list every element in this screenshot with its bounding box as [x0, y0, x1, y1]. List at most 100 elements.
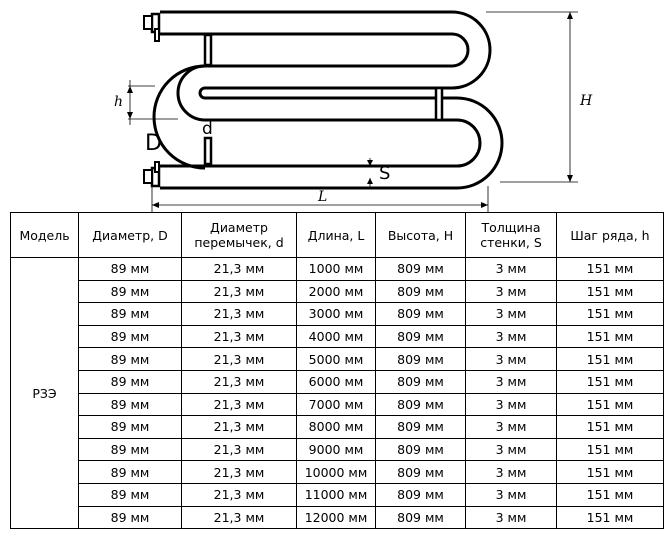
cell-length: 7000 мм — [296, 392, 376, 417]
cell-diameter: 89 мм — [78, 482, 182, 507]
cell-diameter: 89 мм — [78, 324, 182, 349]
cell-jumper-diameter: 21,3 мм — [181, 392, 297, 417]
cell-length: 2000 мм — [296, 279, 376, 304]
cell-length: 4000 мм — [296, 324, 376, 349]
table-row: 89 мм 21,3 мм 4000 мм 809 мм 3 мм 151 мм — [11, 324, 664, 349]
cell-row-pitch: 151 мм — [556, 505, 664, 530]
cell-length: 12000 мм — [296, 505, 376, 530]
cell-wall-thickness: 3 мм — [465, 505, 557, 530]
cell-wall-thickness: 3 мм — [465, 460, 557, 484]
table-row: 89 мм 21,3 мм 10000 мм 809 мм 3 мм 151 м… — [11, 460, 664, 484]
cell-wall-thickness: 3 мм — [465, 257, 557, 281]
cell-jumper-diameter: 21,3 мм — [181, 437, 297, 462]
spec-table: Модель Диаметр, D Диаметр перемычек, d Д… — [10, 212, 664, 530]
table-row: 89 мм 21,3 мм 6000 мм 809 мм 3 мм 151 мм — [11, 369, 664, 394]
cell-row-pitch: 151 мм — [556, 460, 664, 484]
cell-height: 809 мм — [375, 415, 466, 439]
cell-row-pitch: 151 мм — [556, 324, 664, 349]
cell-height: 809 мм — [375, 460, 466, 484]
cell-wall-thickness: 3 мм — [465, 437, 557, 462]
table-row: 89 мм 21,3 мм 8000 мм 809 мм 3 мм 151 мм — [11, 415, 664, 439]
header-diameter: Диаметр, D — [78, 212, 182, 258]
cell-row-pitch: 151 мм — [556, 369, 664, 394]
cell-diameter: 89 мм — [78, 415, 182, 439]
cell-row-pitch: 151 мм — [556, 279, 664, 304]
cell-jumper-diameter: 21,3 мм — [181, 324, 297, 349]
cell-row-pitch: 151 мм — [556, 482, 664, 507]
cell-wall-thickness: 3 мм — [465, 347, 557, 371]
table-row: 89 мм 21,3 мм 2000 мм 809 мм 3 мм 151 мм — [11, 279, 664, 304]
bottom-flange — [143, 161, 161, 188]
cell-jumper-diameter: 21,3 мм — [181, 415, 297, 439]
jumper-top — [203, 33, 213, 67]
table-row: РЗЭ 89 мм 21,3 мм 1000 мм 809 мм 3 мм 15… — [10, 256, 664, 530]
label-S: S — [379, 163, 390, 184]
cell-length: 11000 мм — [296, 482, 376, 507]
cell-height: 809 мм — [375, 324, 466, 349]
table-row: 89 мм 21,3 мм 12000 мм 809 мм 3 мм 151 м… — [11, 505, 664, 530]
pipe-left-bend — [152, 64, 206, 170]
cell-jumper-diameter: 21,3 мм — [181, 482, 297, 507]
cell-row-pitch: 151 мм — [556, 302, 664, 326]
cell-diameter: 89 мм — [78, 279, 182, 304]
cell-row-pitch: 151 мм — [556, 257, 664, 281]
cell-jumper-diameter: 21,3 мм — [181, 302, 297, 326]
cell-length: 6000 мм — [296, 369, 376, 394]
cell-height: 809 мм — [375, 257, 466, 281]
cell-diameter: 89 мм — [78, 505, 182, 530]
cell-diameter: 89 мм — [78, 347, 182, 371]
table-row: 89 мм 21,3 мм 5000 мм 809 мм 3 мм 151 мм — [11, 347, 664, 371]
table-row: 89 мм 21,3 мм 11000 мм 809 мм 3 мм 151 м… — [11, 482, 664, 507]
jumper-bottom — [203, 136, 213, 166]
cell-wall-thickness: 3 мм — [465, 369, 557, 394]
register-drawing: h d D S L H — [114, 10, 593, 212]
cell-height: 809 мм — [375, 505, 466, 530]
cell-height: 809 мм — [375, 369, 466, 394]
label-h: h — [114, 94, 123, 110]
cell-length: 10000 мм — [296, 460, 376, 484]
cell-wall-thickness: 3 мм — [465, 279, 557, 304]
cell-jumper-diameter: 21,3 мм — [181, 347, 297, 371]
table-row: 89 мм 21,3 мм 9000 мм 809 мм 3 мм 151 мм — [11, 437, 664, 462]
cell-height: 809 мм — [375, 347, 466, 371]
header-length: Длина, L — [296, 212, 376, 258]
cell-row-pitch: 151 мм — [556, 437, 664, 462]
cell-length: 8000 мм — [296, 415, 376, 439]
cell-diameter: 89 мм — [78, 302, 182, 326]
cell-wall-thickness: 3 мм — [465, 302, 557, 326]
label-L: L — [317, 189, 327, 205]
cell-diameter: 89 мм — [78, 392, 182, 417]
table-row: 89 мм 21,3 мм 7000 мм 809 мм 3 мм 151 мм — [11, 392, 664, 417]
cell-length: 3000 мм — [296, 302, 376, 326]
cell-height: 809 мм — [375, 482, 466, 507]
cell-height: 809 мм — [375, 437, 466, 462]
cell-jumper-diameter: 21,3 мм — [181, 257, 297, 281]
pipe-inner-contour — [160, 32, 482, 168]
header-wall-thickness: Толщина стенки, S — [465, 212, 557, 258]
pipe-outer-contour — [160, 10, 504, 190]
cell-diameter: 89 мм — [78, 369, 182, 394]
cell-jumper-diameter: 21,3 мм — [181, 279, 297, 304]
cell-jumper-diameter: 21,3 мм — [181, 460, 297, 484]
cell-length: 9000 мм — [296, 437, 376, 462]
cell-length: 1000 мм — [296, 257, 376, 281]
header-height: Высота, H — [375, 212, 466, 258]
cell-diameter: 89 мм — [78, 257, 182, 281]
cell-wall-thickness: 3 мм — [465, 392, 557, 417]
header-row: Модель Диаметр, D Диаметр перемычек, d Д… — [10, 212, 664, 258]
cell-diameter: 89 мм — [78, 460, 182, 484]
label-D: D — [145, 131, 162, 156]
table-row: 89 мм 21,3 мм 3000 мм 809 мм 3 мм 151 мм — [11, 302, 664, 326]
cell-wall-thickness: 3 мм — [465, 324, 557, 349]
cell-height: 809 мм — [375, 392, 466, 417]
cell-row-pitch: 151 мм — [556, 347, 664, 371]
jumper-middle — [434, 86, 444, 122]
top-flange — [143, 12, 161, 42]
model-cell: РЗЭ — [10, 256, 79, 530]
label-H: H — [579, 93, 593, 109]
cell-jumper-diameter: 21,3 мм — [181, 369, 297, 394]
cell-row-pitch: 151 мм — [556, 392, 664, 417]
cell-wall-thickness: 3 мм — [465, 415, 557, 439]
cell-length: 5000 мм — [296, 347, 376, 371]
cell-height: 809 мм — [375, 279, 466, 304]
